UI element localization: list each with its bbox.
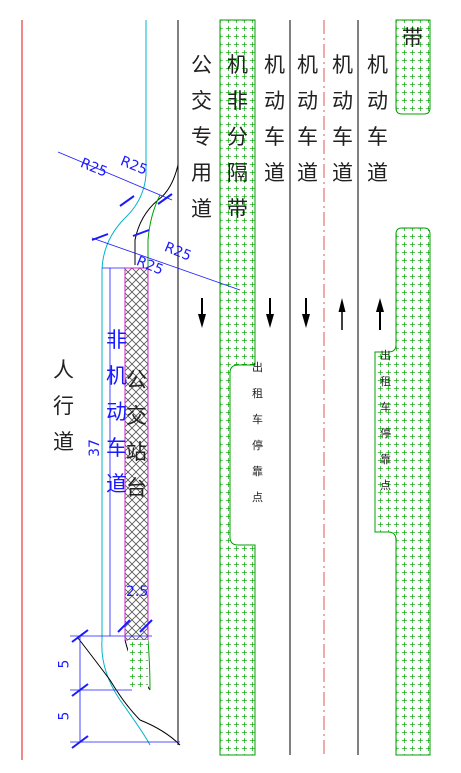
label-char: 道	[106, 472, 127, 496]
motor-lane-1-label: 机动车道	[264, 55, 285, 199]
label-char: 靠	[380, 453, 391, 466]
non-motor-lane-label: 非机动车道	[106, 330, 127, 510]
dim-tick-2	[157, 193, 173, 205]
dim-5-tick-3	[71, 735, 89, 749]
label-char: 道	[53, 430, 74, 454]
label-char: 车	[332, 125, 353, 149]
arrow-up-lane-3	[338, 298, 346, 330]
label-char: 台	[126, 476, 147, 500]
dim-tick-4	[132, 229, 150, 237]
dim-2-5-tick-left	[117, 619, 131, 633]
label-char: 机	[227, 53, 248, 77]
dim-5-tick-2	[71, 683, 89, 697]
arrow-down-lane-2	[302, 298, 310, 328]
cyan-curb-curve	[101, 174, 151, 746]
dim-label-5-a: 5	[56, 659, 73, 669]
separator-label: 机非分隔带	[227, 55, 248, 235]
dim-tick-3	[91, 233, 109, 241]
label-char: 出	[252, 361, 263, 374]
label-char: 动	[297, 89, 318, 113]
label-char: 停	[252, 439, 263, 452]
label-char: 道	[191, 197, 212, 221]
label-char: 点	[380, 479, 391, 492]
label-char: 道	[332, 161, 353, 185]
label-char: 非	[106, 328, 127, 352]
label-char: 车	[297, 125, 318, 149]
label-char: 分	[227, 125, 248, 149]
taxi-stop-right-label: 出租车停靠点	[380, 350, 391, 506]
label-char: 用	[191, 161, 212, 185]
label-char: 站	[126, 440, 147, 464]
bay-curve-bottom	[77, 637, 181, 746]
dim-r25-line-lower	[91, 237, 241, 291]
arrow-up-lane-4	[376, 298, 384, 330]
label-char: 公	[191, 53, 212, 77]
label-char: 车	[252, 413, 263, 426]
label-char: 出	[380, 349, 391, 362]
median-label: 带	[402, 28, 423, 64]
label-char: 车	[264, 125, 285, 149]
label-char: 机	[367, 53, 388, 77]
motor-lane-3-label: 机动车道	[332, 55, 353, 199]
motor-lane-2-label: 机动车道	[297, 55, 318, 199]
label-char: 公	[126, 368, 147, 392]
label-char: 租	[252, 387, 263, 400]
label-char: 靠	[252, 465, 263, 478]
label-char: 动	[264, 89, 285, 113]
label-char: 动	[106, 400, 127, 424]
dim-tick-1	[119, 195, 135, 207]
label-char: 车	[367, 125, 388, 149]
platform-end-planting	[128, 640, 148, 688]
separator-strip	[219, 19, 256, 756]
label-char: 停	[380, 427, 391, 440]
arrow-down-bus-lane	[198, 298, 206, 328]
dim-label-2-5: 2.5	[126, 584, 149, 600]
label-char: 租	[380, 375, 391, 388]
label-char: 专	[191, 125, 212, 149]
label-char: 动	[332, 89, 353, 113]
label-char: 行	[53, 394, 74, 418]
dim-r25-line-upper	[57, 151, 173, 201]
label-char: 道	[297, 161, 318, 185]
dim-label-5-b: 5	[56, 711, 73, 721]
label-char: 人	[53, 358, 74, 382]
label-char: 带	[402, 26, 423, 50]
label-char: 动	[367, 89, 388, 113]
bus-platform-label: 公交站台	[126, 370, 147, 514]
label-char: 机	[297, 53, 318, 77]
taxi-stop-left-label: 出租车停靠点	[252, 362, 263, 518]
label-char: 道	[264, 161, 285, 185]
label-char: 带	[227, 197, 248, 221]
median-bottom	[374, 227, 431, 756]
label-char: 机	[106, 364, 127, 388]
label-char: 交	[191, 89, 212, 113]
label-char: 点	[252, 491, 263, 504]
label-char: 非	[227, 89, 248, 113]
dim-2-5-tick-right	[139, 619, 153, 633]
label-char: 车	[380, 401, 391, 414]
dim-5-tick-1	[71, 629, 89, 643]
label-char: 车	[106, 436, 127, 460]
bus-lane-label: 公交专用道	[191, 55, 212, 235]
label-char: 交	[126, 404, 147, 428]
motor-lane-4-label: 机动车道	[367, 55, 388, 199]
label-char: 道	[367, 161, 388, 185]
dim-label-37: 37	[86, 439, 103, 457]
sidewalk-label: 人行道	[53, 360, 74, 468]
arrow-down-lane-1	[266, 298, 274, 328]
median-top	[395, 19, 431, 115]
label-char: 机	[332, 53, 353, 77]
label-char: 机	[264, 53, 285, 77]
label-char: 隔	[227, 161, 248, 185]
